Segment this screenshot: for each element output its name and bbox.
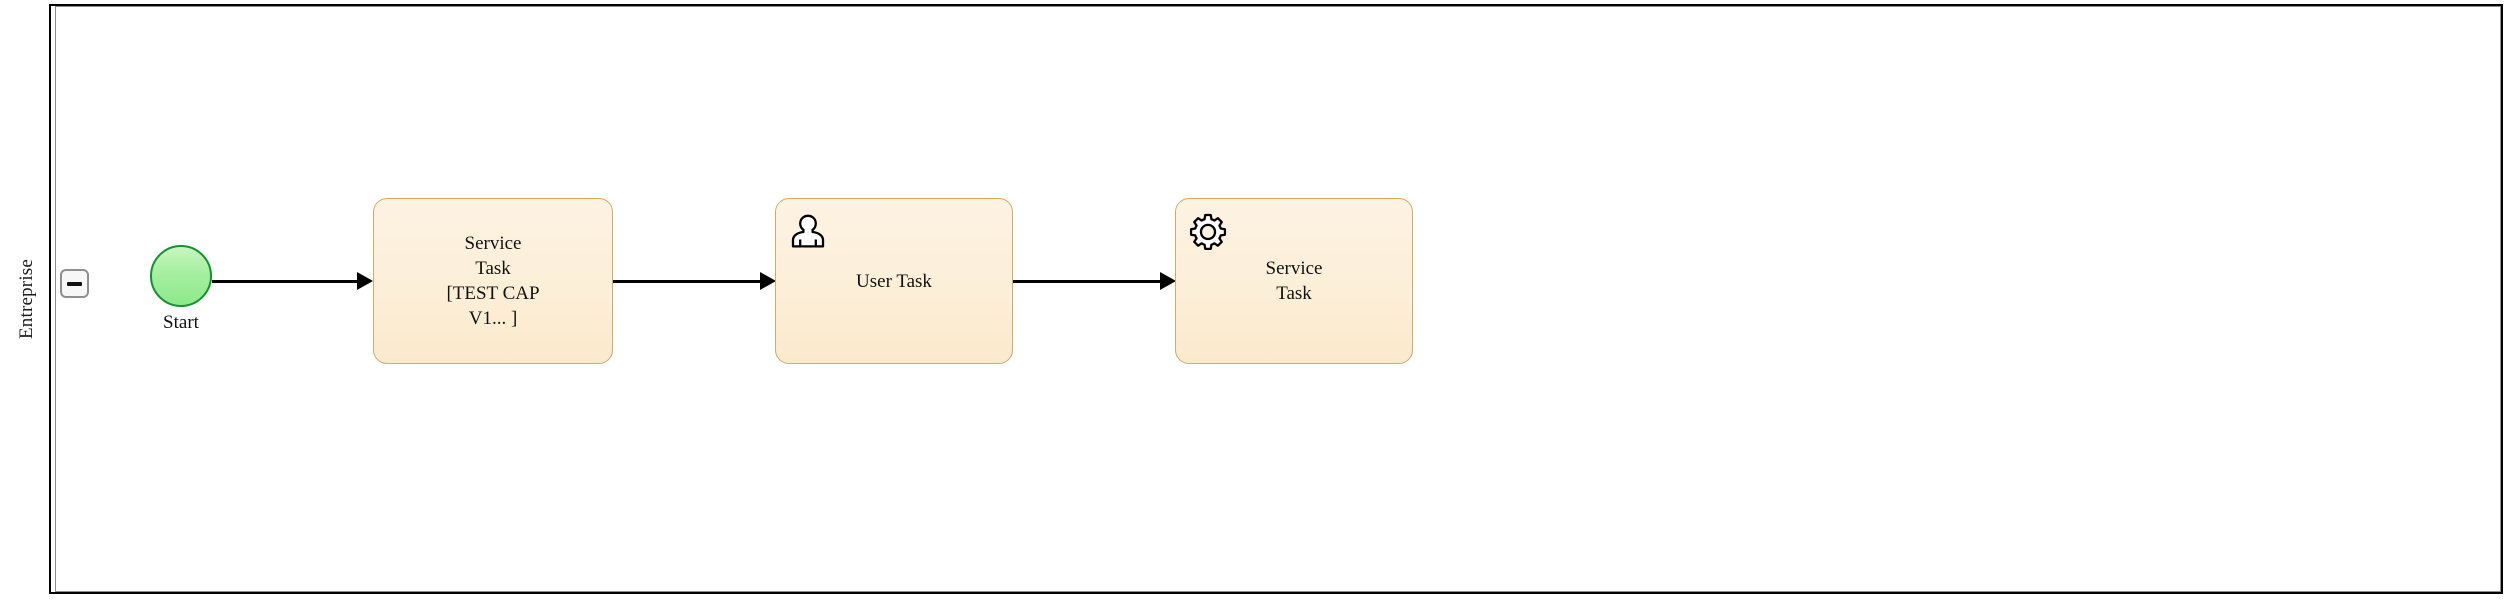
gear-icon bbox=[1189, 212, 1227, 250]
sequence-flow-3-arrowhead bbox=[1160, 272, 1176, 290]
task-service-1-label: Service Task [TEST CAP V1... ] bbox=[446, 233, 540, 329]
task-service-2[interactable]: Service Task bbox=[1175, 198, 1413, 364]
task-user[interactable]: User Task bbox=[775, 198, 1013, 364]
task-service-1[interactable]: Service Task [TEST CAP V1... ] bbox=[373, 198, 613, 364]
task-service-2-label: Service Task bbox=[1265, 258, 1323, 304]
sequence-flow-3 bbox=[1013, 280, 1165, 283]
start-event[interactable] bbox=[150, 245, 212, 307]
sequence-flow-2 bbox=[613, 280, 765, 283]
lane-header: Entreprise bbox=[5, 4, 51, 594]
lane-collapse-button[interactable] bbox=[60, 269, 89, 298]
sequence-flow-1-arrowhead bbox=[357, 272, 373, 290]
user-icon bbox=[789, 212, 827, 250]
minus-icon bbox=[67, 282, 82, 286]
task-user-label: User Task bbox=[856, 270, 932, 292]
sequence-flow-2-arrowhead bbox=[760, 272, 776, 290]
start-event-label: Start bbox=[163, 312, 199, 333]
lane-title: Entreprise bbox=[16, 258, 37, 340]
sequence-flow-1 bbox=[212, 280, 360, 283]
